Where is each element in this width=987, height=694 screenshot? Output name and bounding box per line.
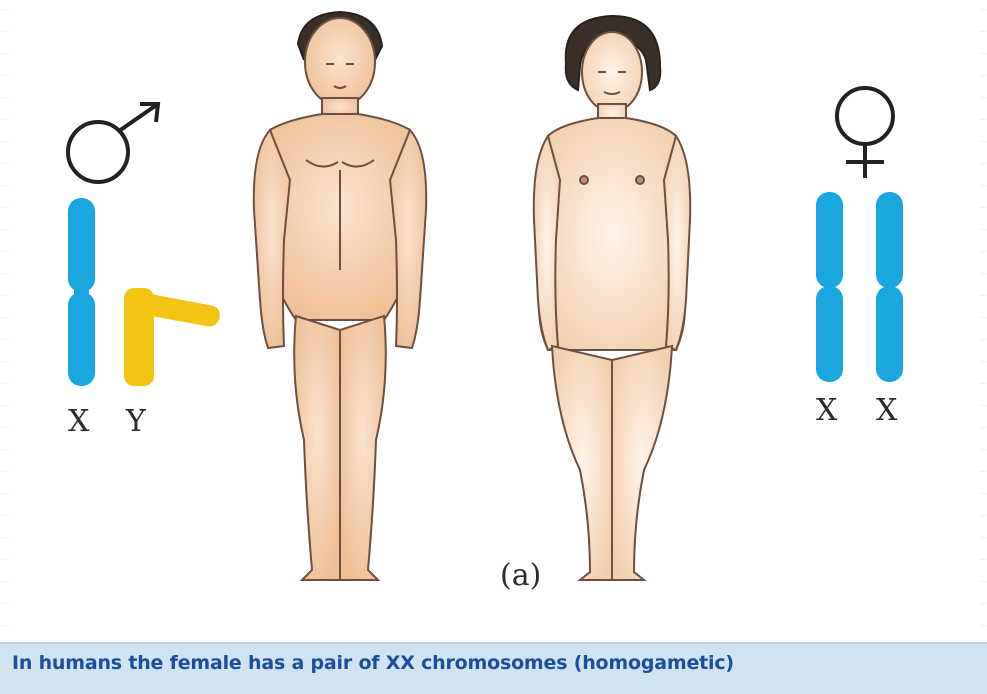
- male-x-label: X: [68, 404, 89, 439]
- male-y-label: Y: [126, 404, 146, 439]
- figure-label: (a): [500, 558, 541, 593]
- female-x-label-2: X: [876, 393, 897, 428]
- male-symbol-icon: [68, 104, 158, 182]
- female-figure: [534, 16, 690, 580]
- male-x-chromosome: [68, 198, 95, 386]
- male-y-chromosome: [124, 288, 220, 386]
- female-x-chromosome-2: [876, 192, 903, 382]
- female-symbol-icon: [837, 88, 893, 178]
- male-figure: [254, 12, 426, 580]
- female-x-label-1: X: [816, 393, 837, 428]
- female-x-chromosome-1: [816, 192, 843, 382]
- caption-text: In humans the female has a pair of XX ch…: [12, 652, 734, 674]
